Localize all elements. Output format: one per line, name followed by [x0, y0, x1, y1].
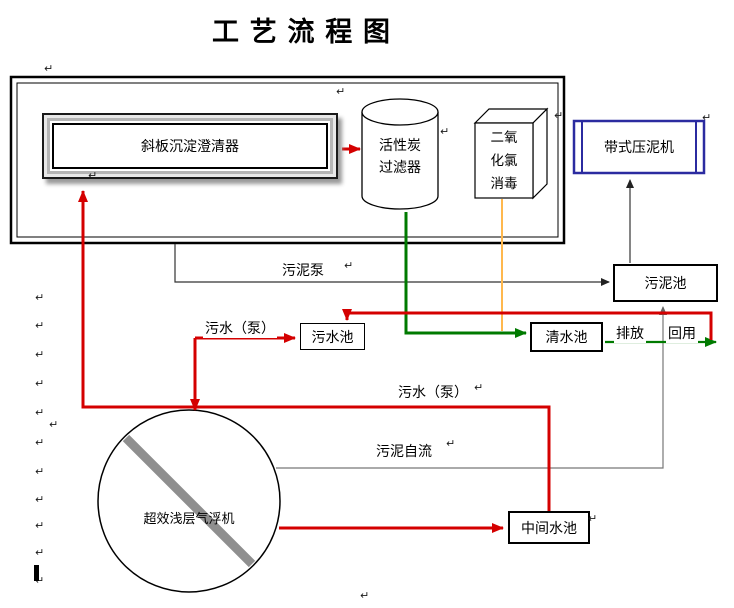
clarifier-label: 斜板沉淀澄清器 — [52, 123, 328, 169]
margin-bar — [34, 565, 39, 581]
sewage-pump-label-top: 污水（泵） — [203, 318, 277, 338]
air-flotation-label: 超效浅层气浮机 — [143, 511, 235, 526]
anchor-icon: ↵ — [35, 546, 45, 559]
anchor-icon: ↵ — [35, 465, 45, 478]
middle-pool-box: 中间水池 — [508, 511, 590, 544]
disinfection-cube-front — [474, 122, 534, 199]
clean-pool-box: 清水池 — [530, 322, 603, 352]
anchor-icon: ↵ — [474, 381, 484, 394]
disinfection-cube-side — [532, 107, 548, 200]
sludge-gravity-label: 污泥自流 — [374, 441, 434, 461]
disinfection-label-line2: 化氯 — [490, 152, 518, 168]
anchor-icon: ↵ — [360, 589, 370, 602]
disinfection-label-line1: 二氧 — [490, 130, 518, 145]
anchor-icon: ↵ — [344, 259, 354, 272]
treatment-unit-frame-inner — [16, 82, 559, 238]
anchor-icon: ↵ — [554, 109, 564, 122]
middlepool-to-clarifier-line — [78, 190, 551, 511]
belt-press-shape — [572, 119, 706, 175]
anchor-icon: ↵ — [446, 437, 456, 450]
anchor-icon: ↵ — [35, 291, 45, 304]
anchor-icon: ↵ — [88, 169, 98, 182]
reuse-return-line — [342, 309, 713, 340]
clarifier-box: 斜板沉淀澄清器 — [42, 113, 338, 179]
sludge-gravity-line — [276, 306, 667, 469]
carbon-filter-label-line2: 过滤器 — [379, 161, 421, 177]
reuse-label: 回用 — [666, 323, 698, 343]
anchor-icon: ↵ — [35, 493, 45, 506]
anchor-icon: ↵ — [35, 319, 45, 332]
sewage-pool-box: 污水池 — [300, 323, 365, 350]
page-title: 工 艺 流 程 图 — [212, 17, 392, 47]
belt-press-label: 带式压泥机 — [604, 141, 674, 156]
anchor-icon: ↵ — [702, 111, 712, 124]
treatment-unit-frame-outer — [9, 75, 566, 245]
anchor-icon: ↵ — [588, 512, 598, 525]
anchor-icon: ↵ — [35, 406, 45, 419]
disinfection-label: 二氧 化氯 消毒 — [477, 127, 531, 196]
sludge-pool-box: 污泥池 — [613, 264, 718, 302]
anchor-icon: ↵ — [336, 85, 346, 98]
anchor-icon: ↵ — [35, 377, 45, 390]
anchor-icon: ↵ — [35, 574, 45, 587]
disinfection-label-line3: 消毒 — [490, 175, 518, 191]
anchor-icon: ↵ — [35, 348, 45, 361]
carbon-filter-cylinder-body — [361, 112, 439, 210]
carbon-filter-cylinder-top — [361, 98, 439, 126]
discharge-label: 排放 — [614, 323, 646, 343]
filter-to-cleanpool-line — [404, 212, 527, 338]
sewage-pump-label-mid: 污水（泵） — [396, 382, 470, 402]
sludge-pump-line — [174, 244, 610, 286]
sludge-pump-label: 污泥泵 — [280, 260, 326, 280]
anchor-icon: ↵ — [35, 436, 45, 449]
anchor-icon: ↵ — [35, 519, 45, 532]
carbon-filter-label-line1: 活性炭 — [379, 139, 421, 154]
carbon-filter-label: 活性炭 过滤器 — [365, 136, 435, 181]
air-flotation-diagonal — [122, 434, 256, 568]
clarifier-frame: 斜板沉淀澄清器 — [47, 118, 333, 174]
anchor-icon: ↵ — [49, 418, 59, 431]
anchor-icon: ↵ — [440, 125, 450, 138]
anchor-icon: ↵ — [44, 62, 54, 75]
